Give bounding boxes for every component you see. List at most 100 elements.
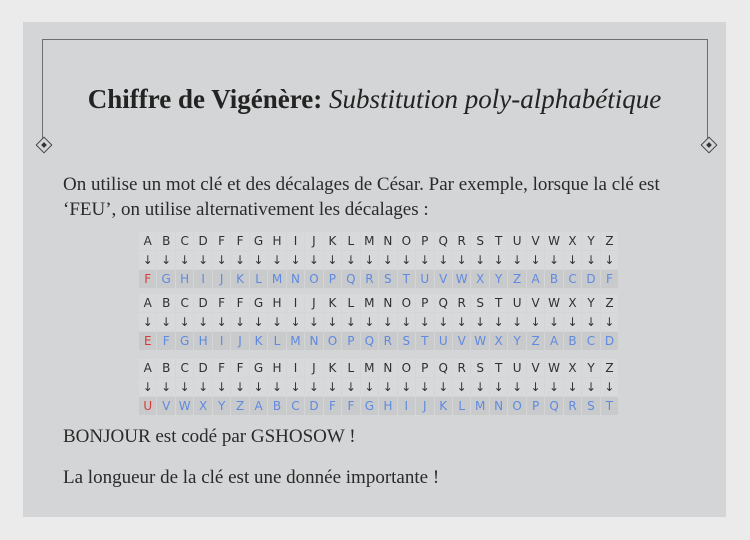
arrow-cell: ↓: [268, 251, 286, 269]
cipher-letter-cell: Z: [231, 397, 249, 415]
plain-letter-cell: F: [212, 294, 231, 312]
plain-letter-cell: Z: [600, 294, 619, 312]
arrow-cell: ↓: [305, 313, 323, 331]
cipher-letter-cell: J: [416, 397, 434, 415]
cipher-letter-cell: C: [286, 397, 305, 415]
arrow-cell: ↓: [545, 313, 563, 331]
arrow-cell: ↓: [434, 313, 452, 331]
cipher-letter-cell: O: [508, 397, 526, 415]
cipher-letter-cell: T: [600, 397, 619, 415]
slide-title: Chiffre de Vigénère: Substitution poly-a…: [23, 84, 726, 115]
frame-top-rule: [42, 39, 707, 40]
cipher-letter-cell: P: [526, 397, 545, 415]
cipher-letter-cell: Y: [489, 270, 508, 288]
arrow-cell: ↓: [268, 378, 286, 396]
arrow-cell: ↓: [175, 313, 194, 331]
arrow-cell: ↓: [379, 251, 397, 269]
plain-letter-cell: G: [249, 359, 268, 377]
plain-letter-cell: I: [286, 359, 305, 377]
arrow-cell: ↓: [212, 378, 231, 396]
cipher-letter-cell: K: [249, 332, 268, 350]
arrow-cell: ↓: [397, 251, 416, 269]
arrow-cell: ↓: [416, 378, 434, 396]
arrow-cell: ↓: [249, 378, 268, 396]
arrow-cell: ↓: [489, 378, 508, 396]
arrow-cell: ↓: [249, 251, 268, 269]
arrow-cell: ↓: [397, 378, 416, 396]
cipher-letter-cell: T: [397, 270, 416, 288]
arrow-cell: ↓: [600, 378, 619, 396]
plain-letter-cell: D: [194, 294, 212, 312]
arrow-cell: ↓: [379, 378, 397, 396]
cipher-letter-cell: X: [194, 397, 212, 415]
arrow-cell: ↓: [545, 378, 563, 396]
plain-letter-cell: X: [563, 294, 582, 312]
cipher-letter-cell: I: [212, 332, 231, 350]
cipher-letter-cell: J: [212, 270, 231, 288]
plain-letter-cell: K: [323, 359, 342, 377]
cipher-letter-cell: Z: [526, 332, 545, 350]
arrow-cell: ↓: [397, 313, 416, 331]
arrow-cell: ↓: [157, 251, 175, 269]
cipher-letter-cell: H: [175, 270, 194, 288]
plain-letter-cell: X: [563, 359, 582, 377]
plain-letter-cell: H: [268, 359, 286, 377]
plain-letter-cell: I: [286, 232, 305, 250]
plain-letter-cell: G: [249, 294, 268, 312]
plain-letter-cell: B: [157, 294, 175, 312]
cipher-letter-cell: W: [175, 397, 194, 415]
arrow-row: ↓↓↓↓↓↓↓↓↓↓↓↓↓↓↓↓↓↓↓↓↓↓↓↓↓↓: [139, 378, 619, 396]
arrow-cell: ↓: [471, 313, 489, 331]
plain-letter-cell: K: [323, 294, 342, 312]
plain-letter-cell: Q: [434, 294, 452, 312]
cipher-letter-cell: G: [360, 397, 379, 415]
cipher-letter-cell: N: [489, 397, 508, 415]
plain-letter-cell: C: [175, 359, 194, 377]
cipher-letter-cell: J: [231, 332, 249, 350]
arrow-cell: ↓: [139, 378, 157, 396]
arrow-cell: ↓: [434, 378, 452, 396]
cipher-letter-cell: R: [360, 270, 379, 288]
arrow-cell: ↓: [342, 313, 360, 331]
arrow-cell: ↓: [194, 313, 212, 331]
plain-letter-cell: A: [139, 359, 157, 377]
arrow-cell: ↓: [582, 313, 600, 331]
note-text: La longueur de la clé est une donnée imp…: [63, 467, 440, 488]
plain-letter-cell: P: [416, 232, 434, 250]
plain-letter-cell: V: [526, 359, 545, 377]
ornament-left-icon: [35, 136, 53, 154]
arrow-cell: ↓: [231, 251, 249, 269]
plain-letter-cell: Y: [582, 232, 600, 250]
arrow-cell: ↓: [526, 378, 545, 396]
arrow-cell: ↓: [212, 313, 231, 331]
plain-letter-cell: Q: [434, 359, 452, 377]
cipher-letter-cell: L: [452, 397, 471, 415]
plain-letter-cell: W: [545, 232, 563, 250]
plain-letter-cell: F: [231, 294, 249, 312]
example-text: BONJOUR est codé par GSHOSOW !: [63, 426, 356, 447]
arrow-cell: ↓: [212, 251, 231, 269]
cipher-letter-cell: G: [157, 270, 175, 288]
cipher-letter-cell: Q: [342, 270, 360, 288]
plain-letter-cell: M: [360, 294, 379, 312]
cipher-letter-cell: B: [545, 270, 563, 288]
cipher-letter-cell: K: [231, 270, 249, 288]
plain-letter-cell: F: [212, 359, 231, 377]
cipher-letter-cell: K: [434, 397, 452, 415]
arrow-cell: ↓: [508, 313, 526, 331]
arrow-row: ↓↓↓↓↓↓↓↓↓↓↓↓↓↓↓↓↓↓↓↓↓↓↓↓↓↓: [139, 313, 619, 331]
plain-letter-cell: A: [139, 232, 157, 250]
arrow-cell: ↓: [157, 378, 175, 396]
plain-letter-cell: F: [212, 232, 231, 250]
plain-letter-cell: D: [194, 232, 212, 250]
cipher-letter-cell: G: [175, 332, 194, 350]
key-letter-cell: E: [139, 332, 157, 350]
cipher-letter-cell: L: [249, 270, 268, 288]
plain-letter-cell: G: [249, 232, 268, 250]
cipher-letter-cell: W: [452, 270, 471, 288]
cipher-letter-cell: N: [305, 332, 323, 350]
